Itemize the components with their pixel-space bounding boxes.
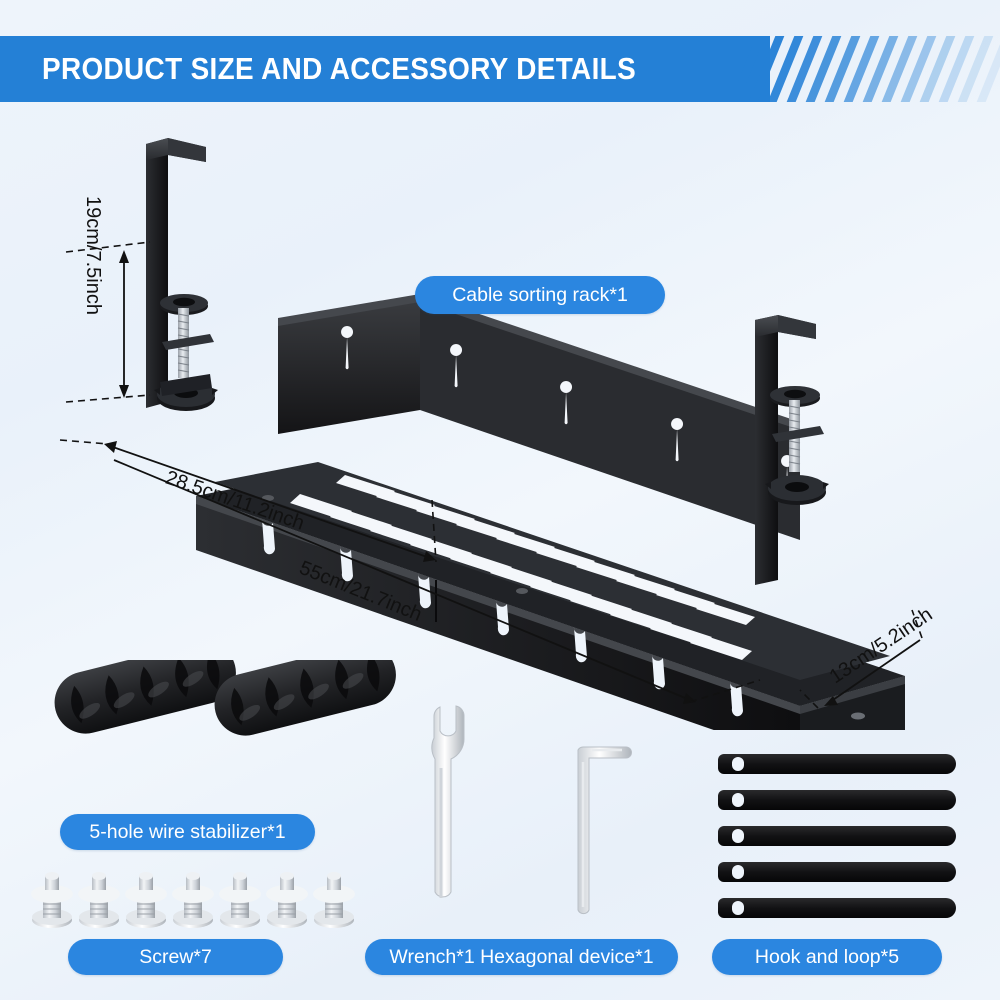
banner-stripe-decoration — [735, 36, 1000, 102]
right-clamp — [755, 315, 829, 585]
left-clamp — [146, 138, 218, 411]
label-wrench-hex: Wrench*1 Hexagonal device*1 — [365, 939, 678, 975]
label-wire-stabilizer: 5-hole wire stabilizer*1 — [60, 814, 315, 850]
wire-stabilizer-2 — [214, 660, 396, 736]
wire-stabilizer-group — [54, 660, 396, 736]
banner-background — [0, 36, 770, 102]
right-clamp-knob — [765, 475, 829, 505]
label-hook-and-loop: Hook and loop*5 — [712, 939, 942, 975]
page-title: PRODUCT SIZE AND ACCESSORY DETAILS — [42, 51, 637, 86]
dimension-height: 19cm/7.5inch — [82, 196, 104, 315]
accessories-illustration — [31, 660, 956, 928]
wrench-icon — [431, 705, 465, 898]
cable-tray-illustration — [59, 138, 923, 730]
dimension-leaders — [59, 241, 923, 709]
hex-key-icon — [577, 746, 632, 915]
cable-tray-body — [196, 294, 905, 730]
front-wall-notches — [261, 519, 743, 717]
hook-and-loop-group — [718, 754, 956, 918]
label-screw: Screw*7 — [68, 939, 283, 975]
header-banner: PRODUCT SIZE AND ACCESSORY DETAILS — [0, 36, 1000, 102]
wire-stabilizer-1 — [54, 660, 236, 734]
label-cable-sorting-rack: Cable sorting rack*1 — [415, 276, 665, 314]
floor-slots — [290, 475, 755, 660]
screw-group — [31, 872, 355, 928]
